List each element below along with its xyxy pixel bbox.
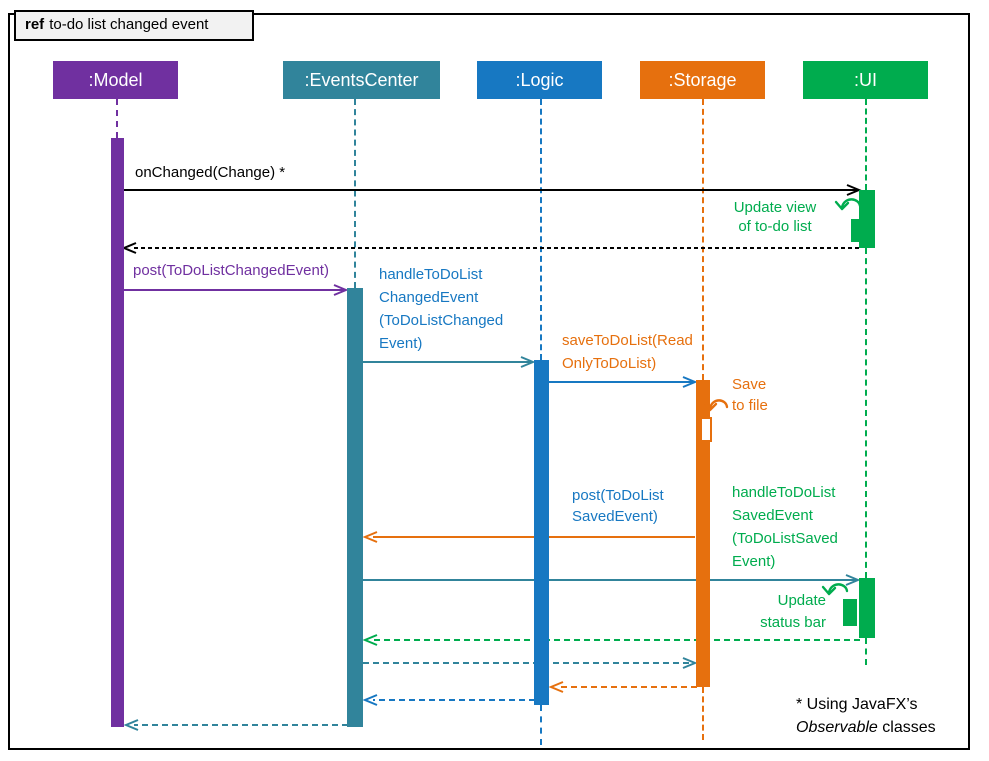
arrow-return-ui-to-model [121,242,859,254]
arrow-return-storage-to-logic [548,681,697,693]
label-handle-changed: handleToDoList ChangedEvent (ToDoListCha… [379,266,504,352]
lifeline-logic [540,99,542,360]
footnote-observable: Observable [796,719,878,736]
nested-activation-ui-1 [851,219,862,242]
activation-ui-1 [859,190,875,248]
footnote-classes: classes [882,719,936,736]
activation-ui-2 [859,578,875,638]
lifeline-ui [865,99,867,190]
lifeline-ui-bottom [865,638,867,665]
lifeline-ui-mid [865,248,867,578]
activation-logic [534,360,549,705]
lifeline-eventscenter [354,99,356,288]
arrow-return-logic-to-eventscenter [362,694,535,706]
arrow-post-changed [124,284,349,296]
label-post-saved: post(ToDoList SavedEvent) [572,487,664,525]
actor-box-eventscenter: :EventsCenter [283,61,440,99]
label-update-status: Update status bar [760,592,826,631]
arrow-return-eventscenter-to-storage [363,657,698,669]
ref-title: to-do list changed event [49,16,209,33]
arrow-save-todolist [549,376,698,388]
arrow-return-ui-to-eventscenter [362,634,860,646]
lifeline-model [116,99,118,138]
self-call-icon-update-view [834,198,862,211]
label-post-changed: post(ToDoListChangedEvent) [133,262,329,279]
activation-storage [696,380,710,687]
nested-activation-storage [700,417,712,442]
arrow-return-eventscenter-to-model [123,719,348,731]
actor-box-ui: :UI [803,61,928,99]
arrow-onchanged [124,184,862,196]
label-update-view: Update view of to-do list [733,199,817,235]
label-save-todolist: saveToDoList(Read OnlyToDoList) [562,332,693,372]
self-call-icon-save-to-file [703,399,729,412]
self-call-icon-update-status [821,583,849,596]
lifeline-storage-bottom [702,687,704,740]
actor-box-model: :Model [53,61,178,99]
footnote-line2: Observable classes [796,716,936,739]
activation-model [111,138,124,727]
ref-keyword: ref [25,16,45,33]
actor-box-logic: :Logic [477,61,602,99]
activation-eventscenter [347,288,363,727]
actor-box-storage: :Storage [640,61,765,99]
label-onchanged: onChanged(Change) * [135,164,286,181]
label-save-to-file: Save to file [732,376,768,414]
nested-activation-ui-2 [843,599,857,626]
lifeline-logic-bottom [540,705,542,745]
diagram-frame [8,13,970,750]
label-handle-saved: handleToDoList SavedEvent (ToDoListSaved… [732,484,838,570]
lifeline-storage [702,99,704,380]
footnote-line1: * Using JavaFX’s [796,696,918,713]
arrow-handle-changed [363,356,536,368]
arrow-handle-saved [363,574,861,586]
footnote: * Using JavaFX’s Observable classes [796,693,936,739]
arrow-post-saved [362,531,695,543]
